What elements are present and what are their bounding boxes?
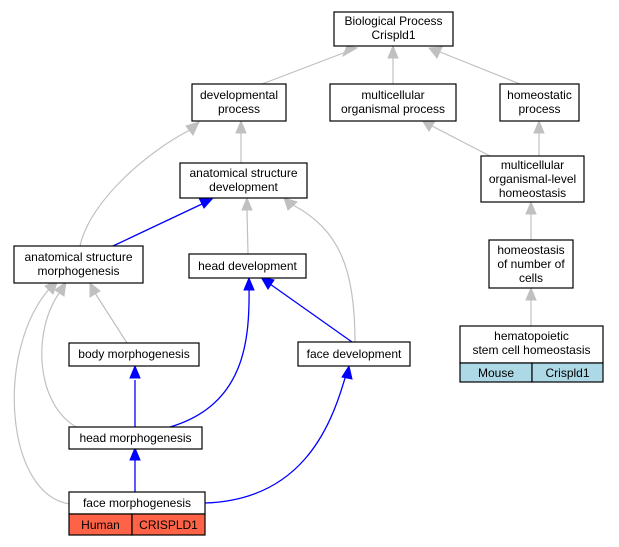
arrowhead — [129, 446, 141, 461]
node-label-line: anatomical structure — [189, 166, 297, 180]
node-label-line: developmental — [200, 88, 278, 102]
node-multicellular-organismal-level-homeostasis[interactable]: multicellular organismal-level homeostas… — [480, 155, 585, 203]
node-head-development[interactable]: head development — [188, 253, 307, 279]
node-box — [191, 83, 287, 122]
node-label-line: multicellular — [361, 88, 424, 102]
annotation-gene-cell — [531, 362, 604, 383]
node-face-development[interactable]: face development — [297, 341, 411, 367]
node-label-line: stem cell homeostasis — [472, 343, 590, 357]
node-label-line: process — [218, 102, 260, 116]
node-anatomical-structure-morphogenesis[interactable]: anatomical structure morphogenesis — [13, 245, 144, 284]
annotation-gene-label: CRISPLD1 — [139, 518, 198, 532]
node-box — [329, 83, 457, 122]
arrowhead — [129, 364, 141, 379]
node-box — [297, 341, 411, 367]
annotation-human[interactable]: Human CRISPLD1 — [68, 513, 206, 536]
edge-headdev-to-anatdev — [246, 209, 249, 255]
node-label-line: process — [518, 102, 560, 116]
edge-facemorph-to-anatmorph — [13, 287, 71, 505]
node-label-line: hematopoietic — [494, 329, 569, 343]
blue-arrowheads — [129, 197, 353, 461]
node-biological-process[interactable]: Biological Process Crispld1 — [333, 11, 454, 47]
node-label-line: homeostasis — [499, 186, 566, 200]
arrowhead — [259, 276, 275, 290]
blue-edges — [112, 203, 353, 504]
node-box — [480, 155, 585, 203]
node-box — [488, 239, 574, 289]
arrowhead — [243, 276, 255, 291]
annotation-mouse[interactable]: Mouse Crispld1 — [459, 362, 604, 383]
node-label-line: head morphogenesis — [79, 431, 191, 445]
gray-edges — [13, 51, 540, 505]
node-box — [499, 83, 580, 122]
edge-facedev-to-headdev — [269, 283, 353, 343]
arrowhead — [241, 196, 253, 211]
edge-homeostatic-to-biological — [439, 51, 521, 85]
arrowhead — [525, 286, 537, 301]
arrowhead — [89, 281, 101, 298]
node-developmental-process[interactable]: developmental process — [191, 83, 287, 122]
node-label-line: organismal process — [341, 102, 445, 116]
edge-anatmorph-to-developmental — [79, 129, 191, 247]
arrowhead — [283, 197, 298, 211]
node-label-line: Crispld1 — [371, 28, 415, 42]
arrowhead — [185, 121, 200, 136]
arrowhead — [533, 119, 545, 134]
arrowhead — [428, 46, 443, 59]
edge-mlh-to-multicellular — [431, 125, 491, 157]
node-box — [333, 11, 454, 47]
arrowhead — [421, 119, 436, 132]
edge-facedev-to-anatdev — [292, 204, 356, 343]
arrowhead — [198, 197, 215, 209]
node-box — [13, 245, 144, 284]
node-label-line: of number of — [497, 257, 565, 271]
arrowhead — [341, 364, 353, 380]
node-label-line: face development — [307, 347, 402, 361]
node-homeostatic-process[interactable]: homeostatic process — [499, 83, 580, 122]
node-label-line: cells — [519, 271, 543, 285]
node-box — [68, 342, 200, 367]
node-multicellular-organismal-process[interactable]: multicellular organismal process — [329, 83, 457, 122]
node-anatomical-structure-development[interactable]: anatomical structure development — [179, 162, 308, 199]
annotation-species-label: Human — [81, 518, 120, 532]
annotation-species-label: Mouse — [478, 366, 514, 380]
arrowhead — [525, 200, 537, 215]
node-label-line: face morphogenesis — [83, 496, 191, 510]
annotation-gene-label: Crispld1 — [545, 366, 589, 380]
node-face-morphogenesis[interactable]: face morphogenesis — [68, 491, 206, 515]
node-box — [188, 253, 307, 279]
edge-facemorph-to-facedev — [204, 377, 346, 504]
node-label-line: body morphogenesis — [78, 347, 189, 361]
arrowhead — [387, 44, 399, 59]
edge-body-to-anatmorph — [94, 292, 128, 344]
node-box — [459, 325, 604, 364]
node-label-line: anatomical structure — [24, 250, 132, 264]
edge-headmorph-to-anatmorph — [41, 291, 79, 429]
node-homeostasis-of-number-of-cells[interactable]: homeostasis of number of cells — [488, 239, 574, 289]
node-label-line: development — [209, 180, 278, 194]
node-label-line: organismal-level — [489, 172, 576, 186]
node-label-line: homeostasis — [497, 243, 564, 257]
arrowhead — [342, 45, 359, 58]
arrowhead — [235, 119, 247, 134]
node-hematopoietic-stem-cell-homeostasis[interactable]: hematopoietic stem cell homeostasis — [459, 325, 604, 364]
node-label-line: head development — [198, 259, 297, 273]
node-label-line: morphogenesis — [37, 264, 119, 278]
node-label-line: multicellular — [501, 158, 564, 172]
node-body-morphogenesis[interactable]: body morphogenesis — [68, 342, 200, 367]
edge-headmorph-to-headdev — [169, 284, 250, 428]
node-box — [68, 426, 203, 450]
node-label-line: Biological Process — [344, 14, 442, 28]
node-label-line: homeostatic — [507, 88, 572, 102]
node-head-morphogenesis[interactable]: head morphogenesis — [68, 426, 203, 450]
edge-developmental-to-biological — [261, 51, 347, 85]
arrowhead — [54, 280, 67, 297]
node-box — [179, 162, 308, 199]
annotation-gene-cell — [131, 513, 206, 536]
edge-anatmorph-to-anatdev — [112, 203, 203, 247]
